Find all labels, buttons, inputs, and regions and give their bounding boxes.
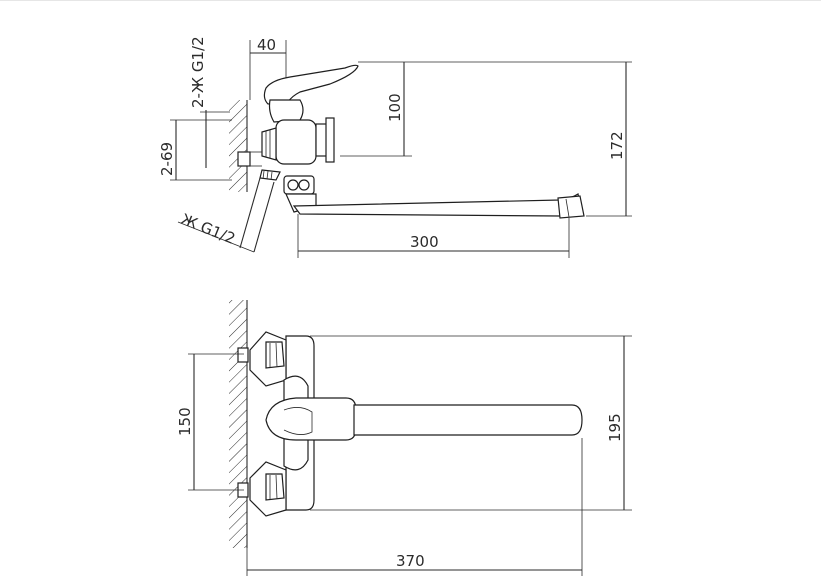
dim-150-label: 150 — [176, 407, 194, 436]
dim-thread-top: 2-Ж G1/2 — [189, 36, 230, 168]
dim-300-label: 300 — [410, 233, 439, 251]
thread-hose-label: Ж G1/2 — [179, 210, 238, 248]
side-view: 40 100 172 300 2-Ж G1/2 — [158, 36, 632, 258]
dim-100: 100 — [340, 61, 412, 157]
front-view: 150 195 370 — [176, 300, 632, 576]
dim-300: 300 — [297, 214, 570, 258]
side-wall-hatch — [229, 100, 248, 192]
dim-thread-hose: Ж G1/2 — [177, 177, 275, 253]
dim-370-label: 370 — [396, 552, 425, 570]
dim-195-label: 195 — [606, 413, 624, 442]
dim-370: 370 — [246, 438, 583, 576]
spacing-label: 2-69 — [158, 142, 176, 176]
top-border — [0, 0, 821, 1]
dim-172-label: 172 — [608, 131, 626, 160]
dim-100-label: 100 — [386, 93, 404, 122]
dim-172: 172 — [412, 61, 632, 217]
front-wall-hatch — [229, 300, 248, 548]
dim-150: 150 — [176, 353, 244, 491]
dim-40: 40 — [249, 36, 287, 100]
side-faucet-body — [237, 64, 585, 219]
dim-40-label: 40 — [257, 36, 276, 54]
thread-top-label: 2-Ж G1/2 — [189, 36, 207, 108]
front-faucet-body — [237, 331, 583, 517]
dim-spacing: 2-69 — [158, 119, 232, 181]
dim-195: 195 — [310, 335, 632, 511]
